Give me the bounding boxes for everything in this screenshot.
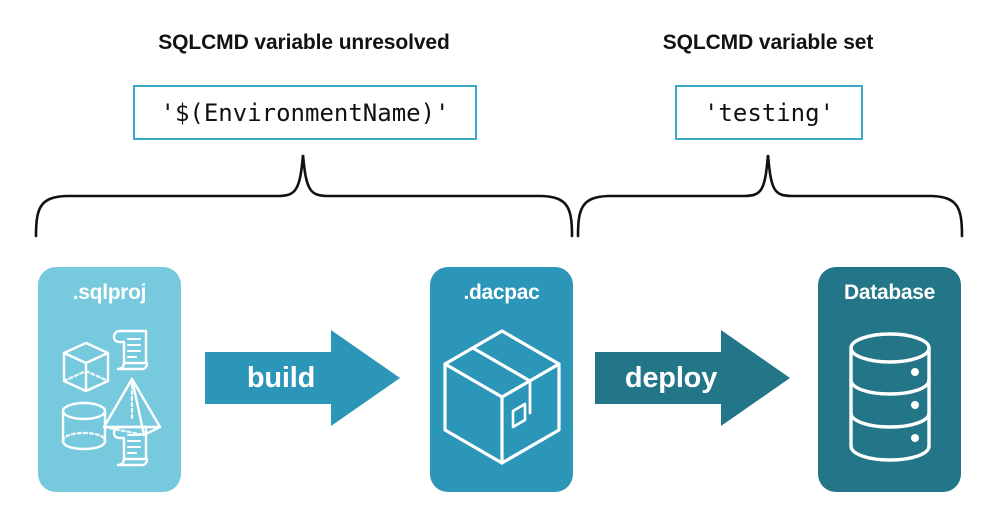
scroll-icon bbox=[112, 425, 148, 467]
code-value-box-set: 'testing' bbox=[675, 85, 863, 140]
database-cylinder-icon bbox=[848, 332, 931, 462]
brace-right-icon bbox=[576, 154, 964, 238]
arrow-build: build bbox=[205, 328, 400, 428]
brace-group bbox=[34, 154, 964, 238]
stage-art-database bbox=[818, 304, 961, 492]
stage-art-sqlproj bbox=[38, 304, 181, 492]
section-label-unresolved: SQLCMD variable unresolved bbox=[158, 31, 450, 54]
stage-title-sqlproj: .sqlproj bbox=[72, 281, 147, 304]
code-value-box-unresolved: '$(EnvironmentName)' bbox=[133, 85, 477, 140]
stage-card-sqlproj[interactable]: .sqlproj bbox=[38, 267, 181, 492]
arrow-deploy-icon bbox=[595, 330, 790, 426]
stage-card-dacpac[interactable]: .dacpac bbox=[430, 267, 573, 492]
scroll-icon bbox=[112, 329, 148, 371]
stage-card-database[interactable]: Database bbox=[818, 267, 961, 492]
section-label-set: SQLCMD variable set bbox=[662, 31, 874, 54]
stage-title-database: Database bbox=[844, 281, 935, 304]
cube-icon bbox=[62, 341, 109, 393]
package-box-icon bbox=[442, 329, 561, 465]
arrow-deploy: deploy bbox=[595, 328, 790, 428]
brace-left-icon bbox=[34, 154, 574, 238]
stage-title-dacpac: .dacpac bbox=[463, 281, 540, 304]
arrow-build-icon bbox=[205, 330, 400, 426]
stage-art-dacpac bbox=[430, 304, 573, 492]
cylinder-icon bbox=[61, 401, 106, 451]
